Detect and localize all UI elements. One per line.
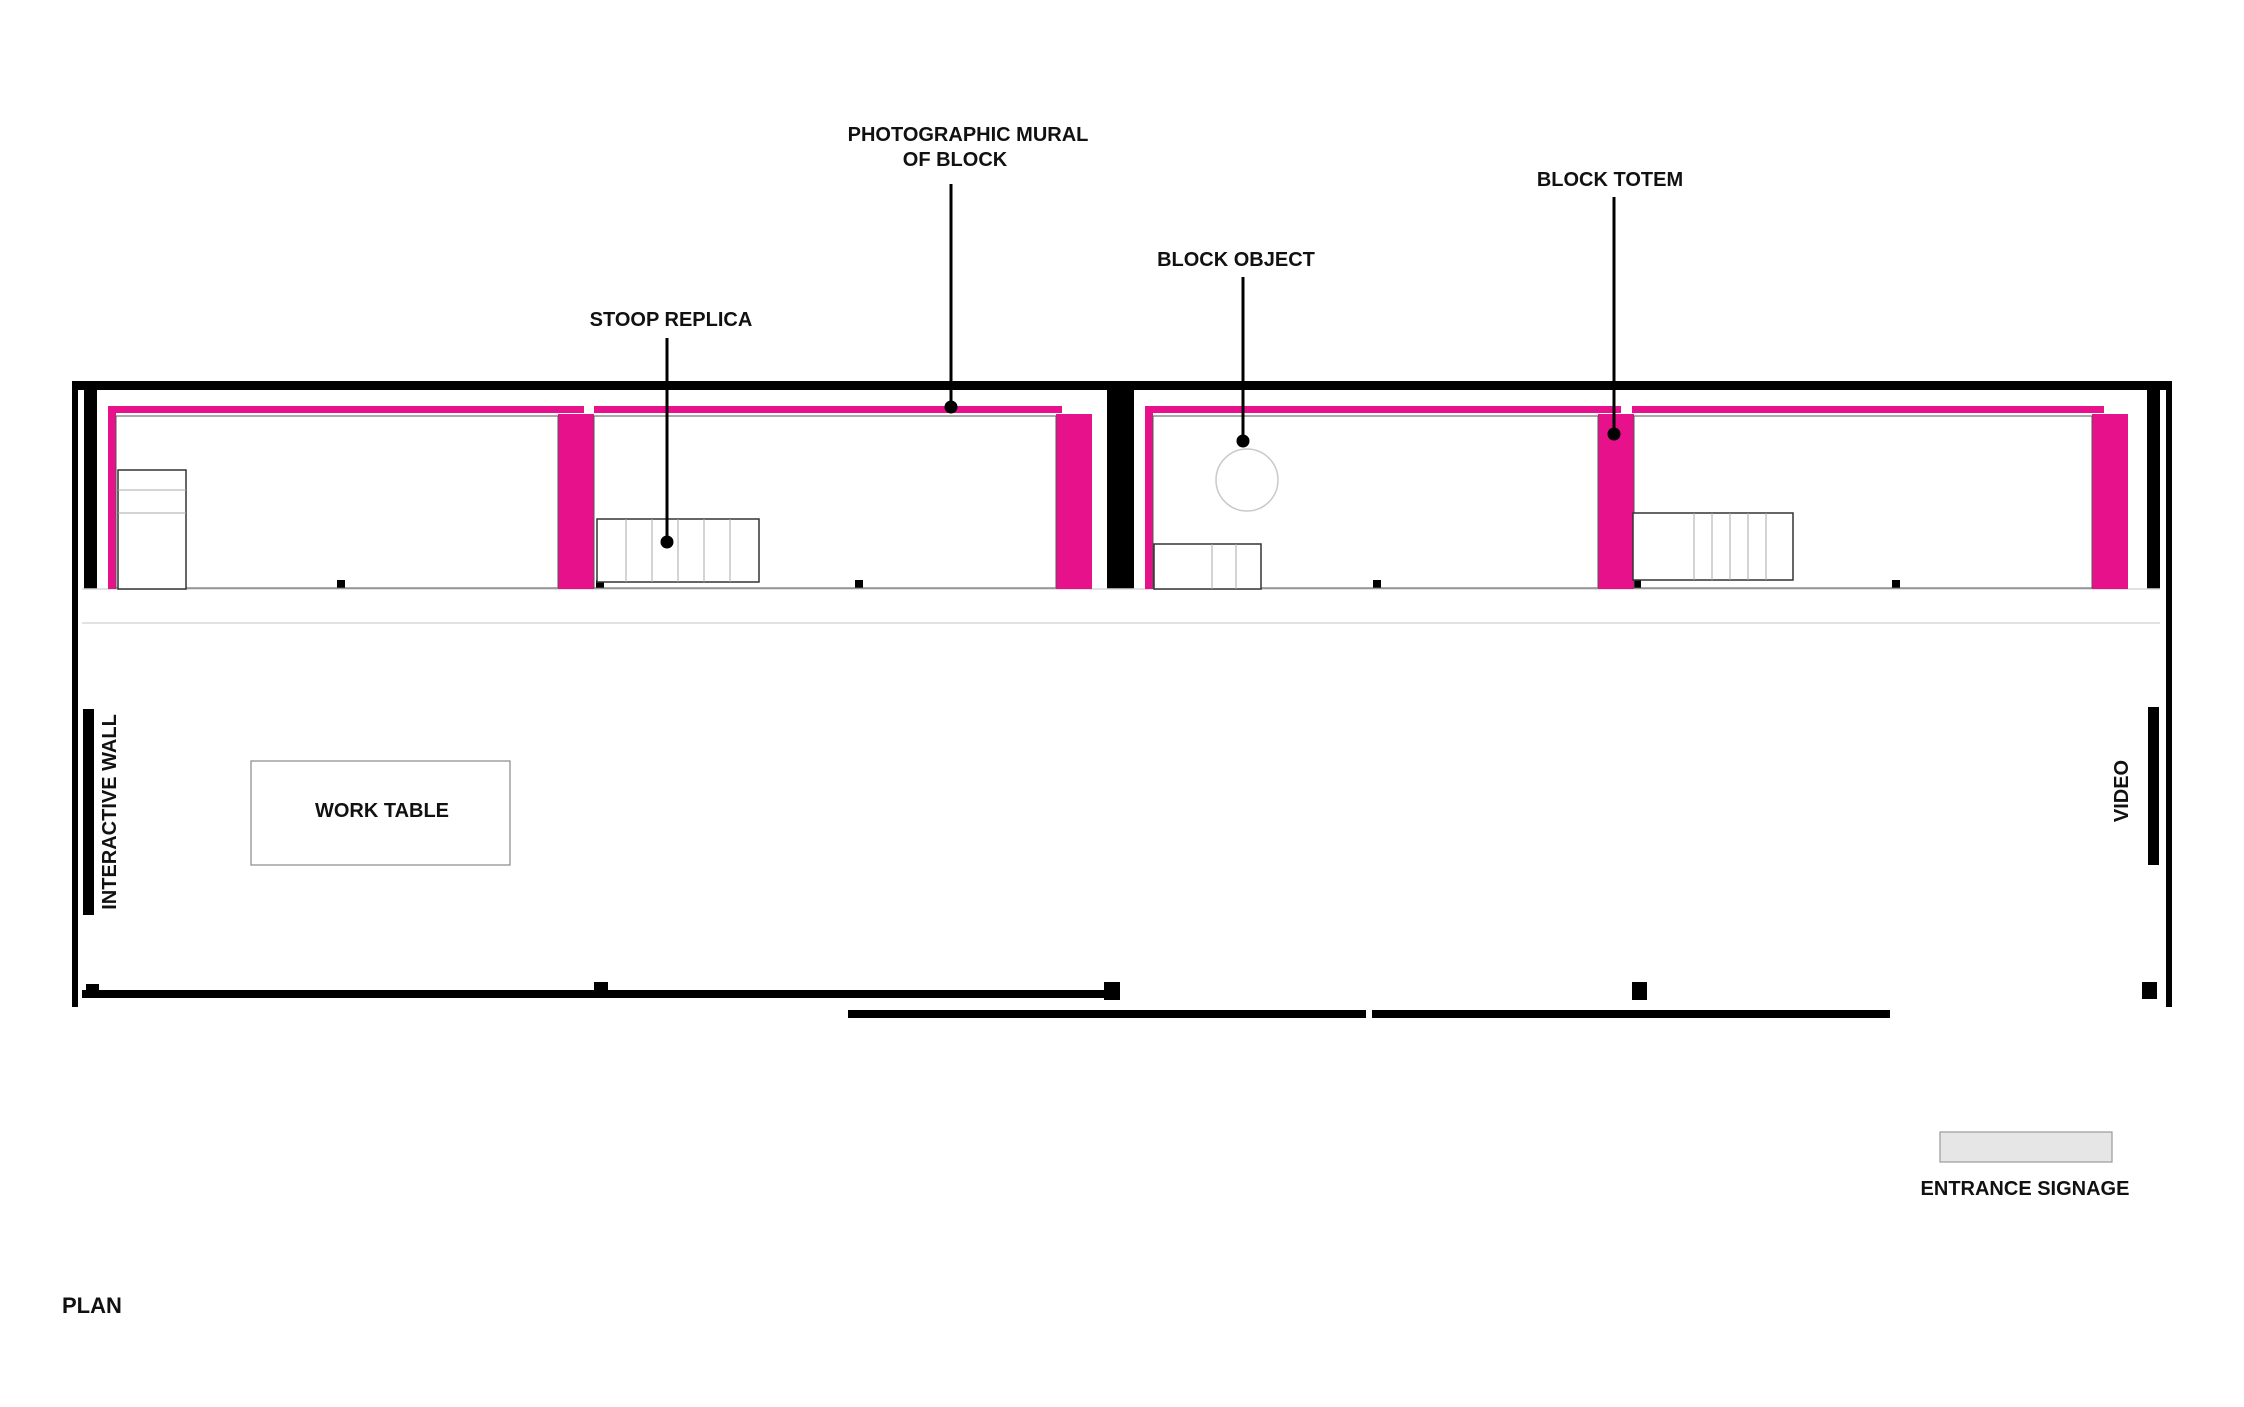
dot-stoop-replica [660, 535, 674, 549]
mural-bar [108, 406, 584, 413]
magenta-pillar [2092, 414, 2128, 589]
stud [1373, 580, 1381, 589]
perimeter-walls [72, 381, 2172, 1018]
mural-bar [1632, 406, 2104, 413]
gallery-outline [115, 415, 559, 589]
interactive-wall-bar [83, 709, 94, 915]
label-work-table: WORK TABLE [315, 800, 449, 822]
column [594, 982, 608, 998]
magenta-pillar [1056, 414, 1092, 589]
entrance-line-left [848, 1010, 1366, 1018]
label-block-object: BLOCK OBJECT [1157, 249, 1315, 271]
label-photographic-mural-2: OF BLOCK [903, 149, 1008, 171]
left-wall-inner [84, 381, 97, 589]
gallery-outline [1633, 415, 2093, 589]
stairs-outline [1632, 512, 1794, 581]
column [1104, 982, 1120, 1000]
gallery-outline [593, 415, 1057, 589]
stud [1892, 580, 1900, 589]
center-divider-wall [1107, 381, 1134, 589]
dot-block-object [1236, 434, 1250, 448]
work-table [250, 760, 511, 866]
column [2142, 982, 2157, 999]
left-exhibit-room [108, 406, 1092, 590]
studs [337, 580, 1900, 589]
label-photographic-mural-1: PHOTOGRAPHIC MURAL [848, 124, 1089, 146]
bench-outline [117, 469, 187, 590]
label-interactive-wall: INTERACTIVE WALL [99, 714, 121, 910]
magenta-pillar [558, 414, 594, 589]
dot-photographic-mural [944, 400, 958, 414]
dot-block-totem [1607, 427, 1621, 441]
magenta-pillar [1598, 414, 1634, 589]
mural-bar [1145, 406, 1621, 413]
plan-title: PLAN [62, 1293, 122, 1318]
label-video: VIDEO [2111, 760, 2133, 822]
column [86, 984, 99, 998]
entrance-line-right [1372, 1010, 1890, 1018]
stud [337, 580, 345, 589]
stairs [1632, 512, 1794, 581]
block-object-circle [1215, 448, 1279, 512]
mural-bar [594, 406, 1062, 413]
label-block-totem: BLOCK TOTEM [1537, 169, 1683, 191]
magenta-strip [108, 406, 116, 589]
label-stoop-replica: STOOP REPLICA [590, 309, 753, 331]
bench [117, 469, 187, 590]
bench-outline [1153, 543, 1262, 590]
callouts [665, 184, 1616, 541]
label-entrance-signage: ENTRANCE SIGNAGE [1921, 1178, 2130, 1200]
bench [1153, 543, 1262, 590]
callout-dots [660, 400, 1621, 549]
right-wall-outer [2166, 381, 2172, 1007]
columns [86, 982, 2157, 1000]
right-exhibit-room [1145, 406, 2128, 590]
stoop-replica-object [596, 518, 760, 583]
left-wall-outer [72, 381, 78, 1007]
column [1632, 982, 1647, 1000]
video-wall-bar [2148, 707, 2159, 865]
right-wall-inner [2147, 381, 2160, 589]
stud [1633, 580, 1641, 589]
magenta-strip [1145, 406, 1153, 589]
entrance-signage-panel [1939, 1131, 2113, 1163]
gallery-outline [1152, 415, 1599, 589]
stud [855, 580, 863, 589]
stud [596, 580, 604, 589]
